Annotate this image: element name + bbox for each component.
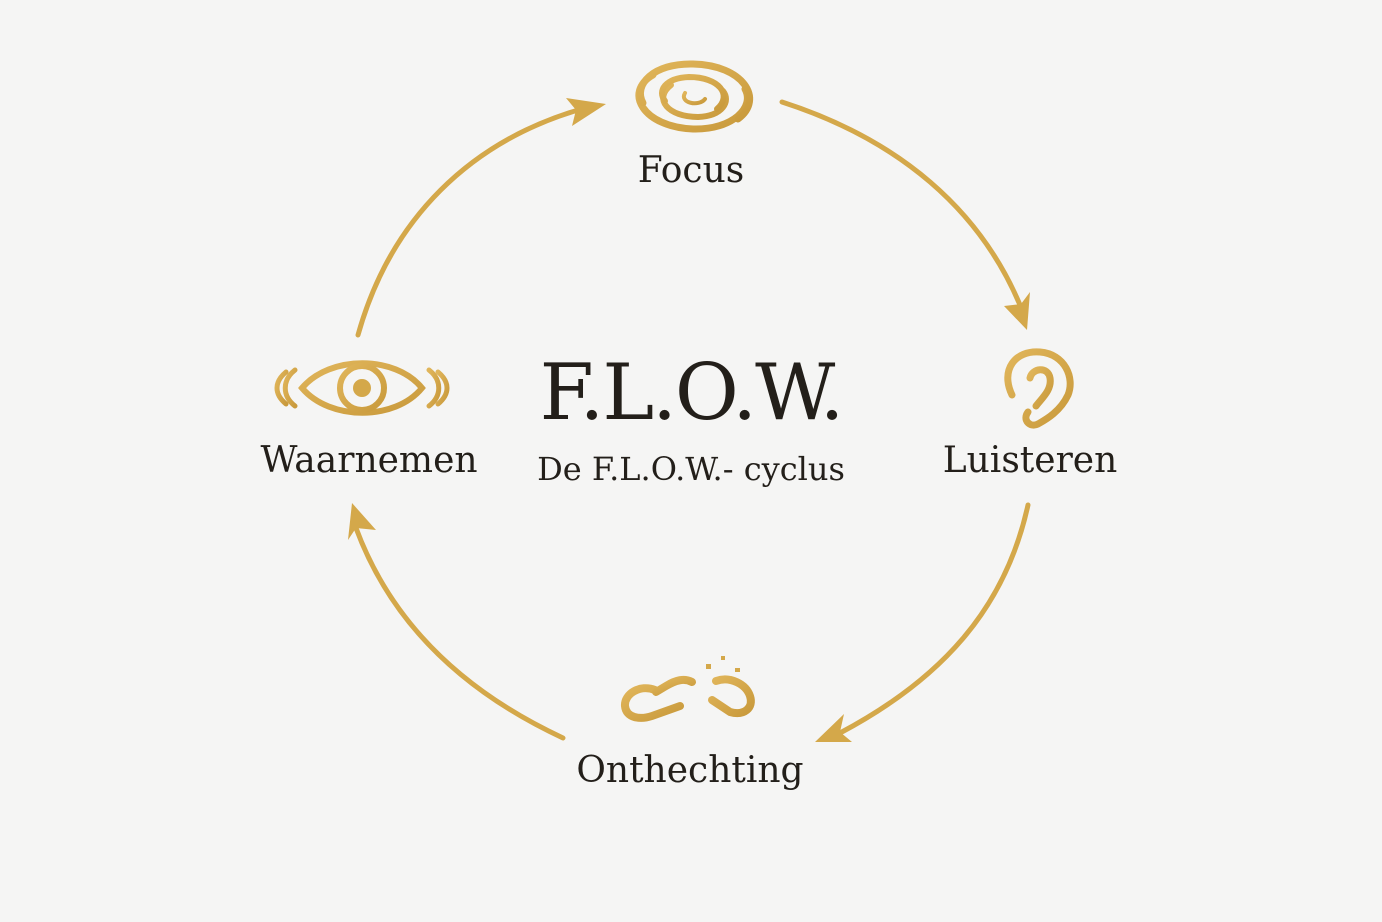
arrow-waarnemen-to-focus xyxy=(355,98,606,338)
diagram-title: F.L.O.W. xyxy=(539,348,845,438)
arrow-onthechting-to-waarnemen xyxy=(348,503,566,741)
spiral-icon xyxy=(635,60,753,133)
arrow-luisteren-to-onthechting xyxy=(815,502,1031,742)
node-label-luisteren: Luisteren xyxy=(942,440,1118,481)
arrow-focus-to-luisteren xyxy=(779,99,1030,330)
arrowhead xyxy=(815,714,852,742)
arrowhead xyxy=(566,98,606,126)
node-label-waarnemen: Waarnemen xyxy=(260,440,478,481)
diagram-subtitle: De F.L.O.W.- cyclus xyxy=(537,450,845,488)
ear-icon xyxy=(1004,348,1074,429)
eye-icon xyxy=(274,360,450,416)
broken-chain-icon xyxy=(621,656,755,722)
arrowhead xyxy=(348,503,376,540)
node-label-onthechting: Onthechting xyxy=(576,750,804,791)
arrowhead xyxy=(1004,292,1030,330)
node-label-focus: Focus xyxy=(637,150,745,191)
